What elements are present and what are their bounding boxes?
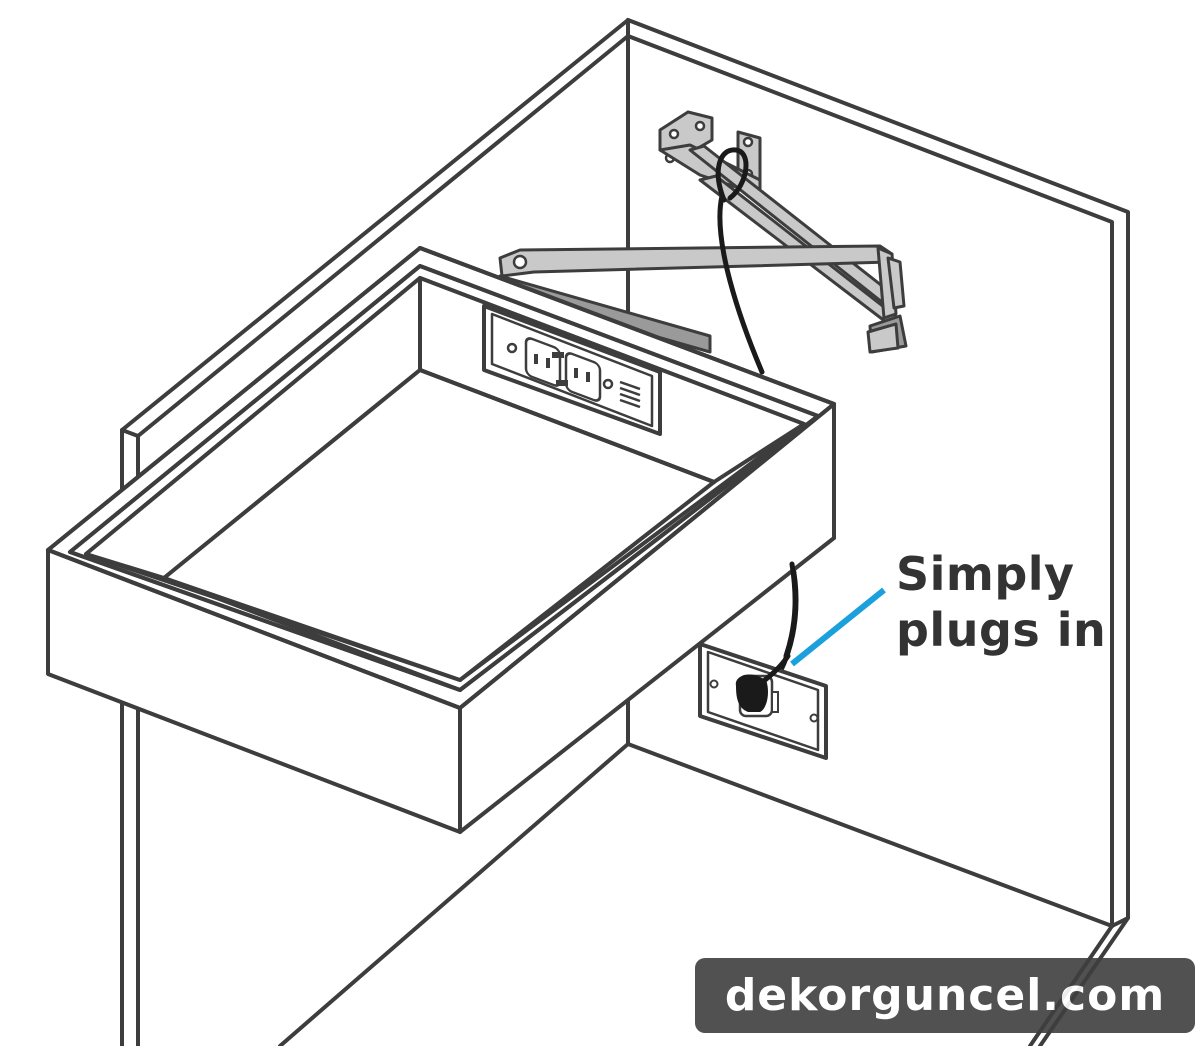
callout-line-2: plugs in	[896, 603, 1107, 657]
cable-management-arm	[498, 110, 908, 354]
wall-outlet	[698, 642, 828, 760]
drawer	[46, 246, 836, 834]
watermark-text: dekorguncel.com	[724, 970, 1166, 1021]
watermark: dekorguncel.com	[695, 958, 1195, 1033]
callout-line-1: Simply	[896, 547, 1075, 601]
callout-leader-line	[790, 587, 886, 667]
power-cord-lower	[783, 561, 798, 659]
speaker-grille-icon	[619, 380, 641, 409]
callout-label: Simply plugs in	[896, 546, 1106, 658]
cabinet-side-panel	[120, 18, 630, 1046]
drawer-built-in-outlet	[482, 304, 662, 436]
